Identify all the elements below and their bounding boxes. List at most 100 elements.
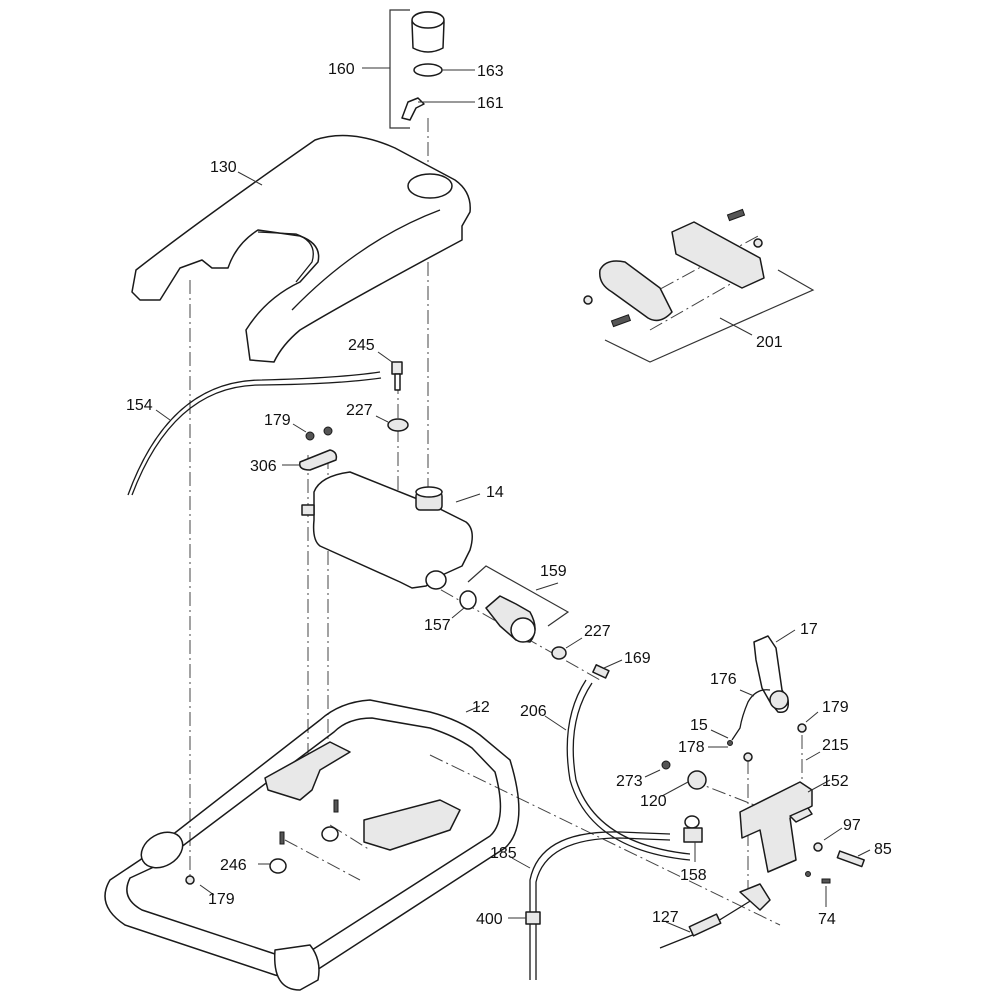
bracket-159 [467, 565, 570, 627]
callout-206: 206 [520, 703, 547, 720]
clamp-nut-right-icon [753, 238, 763, 248]
filter-assembly [459, 565, 610, 679]
cap-strap-icon [401, 97, 425, 121]
clamp-bolt-top-icon [726, 208, 746, 222]
axis-frame-to-bracket [429, 754, 781, 926]
pipe-clamp-icon [269, 858, 287, 874]
throttle-pivot-icon [769, 690, 789, 710]
callout-154: 154 [126, 397, 153, 414]
grommet-lower-icon [551, 646, 567, 660]
callout-246: 246 [220, 857, 247, 874]
axis-clamp-246 [284, 839, 361, 881]
callout-161: 161 [477, 95, 504, 112]
hose-fitting-icon [592, 664, 610, 679]
callout-273: 273 [616, 773, 643, 790]
fuel-valve-body-icon [683, 827, 703, 843]
washer-120-icon [687, 770, 707, 790]
frame-foot-bottom-icon [273, 944, 320, 991]
tank-body-icon [312, 471, 473, 589]
callout-127: 127 [652, 909, 679, 926]
clamp-nut-left-icon [583, 295, 593, 305]
frame-nut-icon [185, 875, 195, 885]
washer-seal-icon [459, 590, 477, 610]
callout-160: 160 [328, 61, 355, 78]
callout-227a: 227 [346, 402, 373, 419]
fuel-cap-top-icon [411, 11, 445, 29]
fuel-valve-knob-icon [684, 815, 700, 829]
frame-plate-left-icon [264, 741, 351, 801]
plate-215-icon [789, 807, 813, 823]
fuel-hose-206-icon [566, 679, 691, 861]
lower-clamp-icon [599, 260, 673, 322]
fuel-line-185-icon [529, 831, 671, 980]
clamp-screw-upper-icon [333, 799, 339, 813]
fuel-valve [683, 815, 703, 843]
clamp-bolt-bottom-icon [610, 314, 632, 328]
cable-clip-icon [727, 740, 733, 746]
control-bracket-icon [739, 781, 813, 873]
callout-163: 163 [477, 63, 504, 80]
mounting-plate-icon [298, 449, 338, 471]
callout-201: 201 [756, 334, 783, 351]
callout-159: 159 [540, 563, 567, 580]
callout-215: 215 [822, 737, 849, 754]
tank-filler-top-icon [415, 486, 443, 498]
bracket-201 [604, 269, 815, 363]
callout-97: 97 [843, 817, 861, 834]
callout-labels: 160 163 161 130 201 245 154 227 179 306 … [126, 61, 892, 928]
callout-400: 400 [476, 911, 503, 928]
leader-lines [155, 67, 871, 933]
tank-cover-shroud [131, 134, 471, 363]
callout-85: 85 [874, 841, 892, 858]
screw-nut-icon [805, 871, 811, 877]
harness-sleeve-icon [688, 913, 722, 937]
nut-273-icon [661, 760, 671, 770]
callout-185: 185 [490, 845, 517, 862]
elbow-fitting-icon [391, 361, 403, 375]
callout-169: 169 [624, 650, 651, 667]
callout-15: 15 [690, 717, 708, 734]
screw-74-icon [821, 878, 831, 884]
callout-157: 157 [424, 617, 451, 634]
fuel-cap-assembly [389, 9, 445, 129]
hose-clamp-icon [525, 911, 541, 925]
fuel-tank [301, 471, 473, 590]
callout-306: 306 [250, 458, 277, 475]
callout-120: 120 [640, 793, 667, 810]
shroud-cutout-icon [257, 231, 314, 283]
wire-harness [659, 883, 771, 949]
frame-tube-inner-icon [126, 717, 502, 958]
pipe-clamp-upper-icon [321, 826, 339, 842]
callout-179c: 179 [208, 891, 235, 908]
elbow-fitting-245 [391, 361, 403, 391]
grommet-icon [387, 418, 409, 432]
callout-245: 245 [348, 337, 375, 354]
elbow-stem-icon [394, 373, 401, 391]
frame-foot-left-icon [140, 831, 184, 869]
callout-130: 130 [210, 159, 237, 176]
frame-plate-right-icon [363, 799, 461, 851]
frame-tube-outer-icon [104, 699, 520, 979]
throttle-cable-icon [731, 689, 771, 741]
shroud-body-icon [131, 134, 471, 363]
callout-176: 176 [710, 671, 737, 688]
flange-nut-left-icon [305, 431, 315, 441]
callout-17: 17 [800, 621, 818, 638]
flange-nut-right-icon [323, 426, 333, 436]
filter-nut-icon [510, 617, 536, 643]
bracket-bolt-icon [743, 752, 753, 762]
callout-12: 12 [472, 699, 490, 716]
throttle-lever-assembly [727, 635, 790, 746]
tank-tab-icon [301, 504, 315, 516]
fuel-line-185-inner-icon [535, 837, 671, 980]
bolt-85-icon [836, 850, 865, 868]
upper-clamp-icon [671, 221, 765, 289]
callout-179b: 179 [822, 699, 849, 716]
shroud-ridge-icon [291, 209, 441, 311]
callout-178: 178 [678, 739, 705, 756]
clamp-screw-icon [279, 831, 285, 845]
flange-nut-179-right-icon [797, 723, 807, 733]
control-bracket [661, 723, 865, 884]
bracket-160 [389, 9, 410, 129]
